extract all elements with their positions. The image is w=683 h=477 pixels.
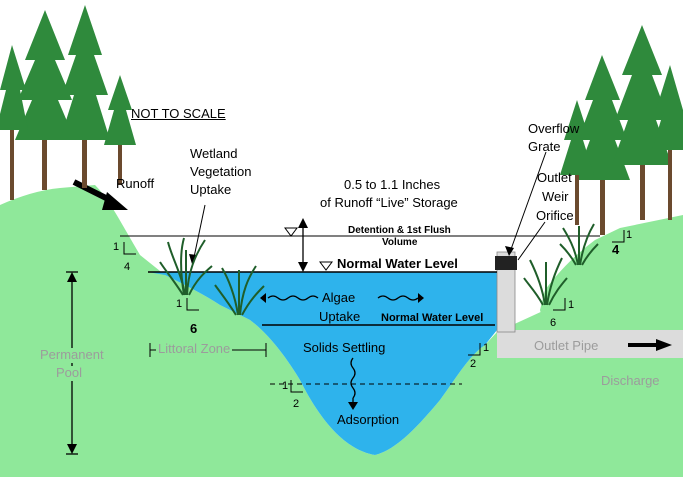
outlet-label-line2: Weir: [542, 189, 569, 204]
outlet-label-line1: Outlet: [537, 170, 572, 185]
wetland-plant-left-1: [159, 237, 213, 296]
wetland-plant-left-2: [214, 265, 265, 316]
storage-arrow-head-down: [298, 262, 308, 272]
pond-water: [148, 272, 497, 455]
discharge-label: Discharge: [601, 373, 660, 388]
permanent-pool-head-down: [67, 444, 77, 454]
storage-label-line1: 0.5 to 1.1 Inches: [344, 177, 441, 192]
slope-left-shelf: [186, 298, 199, 311]
permanent-pool-head-up: [67, 272, 77, 282]
permanent-pool-label-line2: Pool: [56, 365, 83, 381]
tree-right-4: [560, 100, 594, 225]
slope-right-shelf-rise: 1: [568, 299, 575, 311]
wetland-leader: [192, 204, 206, 263]
algae-arrow-left-head: [260, 293, 266, 303]
slope-right-deep: [468, 343, 481, 356]
outlet-riser: [496, 251, 516, 333]
algae-arrow-right: [377, 295, 419, 301]
tree-right-2: [612, 25, 672, 220]
settling-arrow-head: [348, 402, 358, 410]
wetland-plant-right-2: [559, 223, 599, 266]
permanent-pool-label-line1: Permanent: [40, 347, 104, 363]
not-to-scale-note: NOT TO SCALE: [131, 106, 226, 121]
orifice-leader: [517, 221, 546, 261]
slope-left-deep-rise: 1: [282, 380, 289, 392]
wetland-label-line2: Vegetation: [190, 164, 252, 179]
tree-left-3: [0, 45, 28, 200]
algae-label-line2: Uptake: [319, 309, 361, 324]
adsorption-label: Adsorption: [337, 412, 400, 427]
slope-right-deep-run: 2: [470, 358, 477, 370]
slope-right-upper-run: 4: [612, 242, 620, 257]
wetland-label-line1: Wetland: [190, 146, 238, 161]
tree-left-2: [60, 5, 110, 188]
tree-left-1: [15, 10, 75, 190]
overflow-label-line2: Grate: [528, 139, 561, 154]
outlet-pipe-label: Outlet Pipe: [534, 338, 599, 353]
right-bank: [540, 215, 683, 330]
slope-left-shelf-run: 6: [190, 321, 198, 336]
slope-right-shelf: [553, 298, 566, 311]
discharge-arrow-head: [656, 339, 672, 351]
overflow-label-line1: Overflow: [528, 121, 580, 136]
runoff-arrow-head: [102, 192, 128, 210]
normal-water-level-mid-label: Normal Water Level: [381, 312, 484, 324]
outlet-label-line3: Orifice: [536, 208, 574, 223]
detention-label-line2: Volume: [382, 237, 418, 248]
wetland-plant-right-1: [523, 257, 568, 306]
slope-right-deep-rise: 1: [483, 342, 490, 354]
runoff-label: Runoff: [116, 176, 155, 191]
slope-left-upper-rise: 1: [113, 241, 120, 253]
slope-left-deep: [290, 380, 303, 393]
slope-left-upper-run: 4: [124, 261, 131, 273]
tree-left-4: [104, 75, 136, 185]
slope-right-shelf-run: 6: [550, 317, 557, 329]
tree-right-1: [575, 55, 630, 235]
overflow-leader-head: [505, 246, 514, 256]
slope-right-upper: [612, 230, 625, 243]
settling-arrow: [350, 357, 356, 399]
slope-right-upper-rise: 1: [626, 229, 633, 241]
solids-settling-label: Solids Settling: [303, 340, 386, 355]
storage-label-line2: of Runoff “Live” Storage: [320, 195, 458, 210]
water-level-marker-normal: [319, 261, 333, 271]
storage-arrow-head-up: [298, 218, 308, 228]
normal-water-level-top-label: Normal Water Level: [337, 256, 458, 271]
overflow-grate-shape: [495, 256, 517, 270]
algae-label-line1: Algae: [322, 290, 356, 305]
slope-left-shelf-rise: 1: [176, 298, 183, 310]
algae-arrow-left: [267, 295, 319, 301]
overflow-leader: [509, 151, 547, 253]
littoral-zone-label: Littoral Zone: [156, 341, 233, 357]
water-level-marker-top: [284, 227, 298, 237]
ground-terrain: [0, 185, 683, 477]
tree-right-3: [652, 65, 683, 220]
detention-label-line1: Detention & 1st Flush: [348, 225, 451, 236]
slope-left-deep-run: 2: [293, 398, 300, 410]
wetland-label-line3: Uptake: [190, 182, 232, 197]
algae-arrow-right-head: [418, 293, 424, 303]
slope-left-upper: [123, 242, 136, 255]
